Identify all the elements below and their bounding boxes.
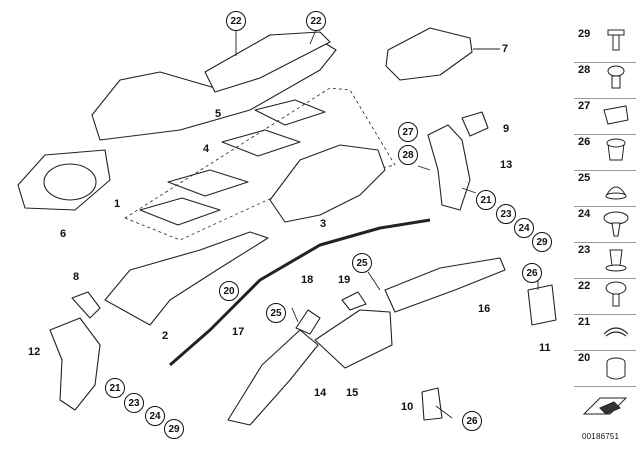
- callout-18: 18: [301, 274, 314, 286]
- part-3-shape: [269, 144, 386, 223]
- screw-icon: [607, 29, 625, 51]
- part-2-shape: [104, 231, 269, 326]
- arrow-symbol-icon: [582, 397, 628, 415]
- circled-callout-29: 29: [164, 419, 184, 439]
- circled-callout-25: 25: [352, 253, 372, 273]
- callout-6: 6: [60, 228, 67, 240]
- part-18-shape: [295, 309, 321, 335]
- callout-16: 16: [478, 303, 491, 315]
- part-8-shape: [71, 291, 101, 319]
- circled-callout-20: 20: [219, 281, 239, 301]
- push-pin-icon: [603, 211, 629, 237]
- circled-callout-27: 27: [398, 122, 418, 142]
- part-4-mats: [139, 99, 326, 226]
- fastener-25: 25: [574, 170, 636, 218]
- circled-callout-22: 22: [306, 11, 326, 31]
- fastener-20: 20: [574, 350, 636, 398]
- screw-washer-icon: [605, 281, 627, 307]
- circled-callout-26: 26: [522, 263, 542, 283]
- fastener-27: 27: [574, 98, 636, 146]
- callout-14: 14: [314, 387, 327, 399]
- callout-7: 7: [502, 43, 509, 55]
- callout-1: 1: [114, 198, 121, 210]
- expanding-nut-icon: [606, 138, 626, 161]
- callout-13: 13: [500, 159, 513, 171]
- circled-callout-24: 24: [145, 406, 165, 426]
- callout-2: 2: [162, 330, 169, 342]
- symbol-box: [574, 386, 636, 426]
- part-6-opening: [43, 163, 97, 201]
- callout-5: 5: [215, 108, 222, 120]
- fastener-22: 22: [574, 278, 636, 326]
- part-12-shape: [49, 317, 101, 411]
- circled-callout-29: 29: [532, 232, 552, 252]
- callout-10: 10: [401, 401, 414, 413]
- part-13-shape: [427, 124, 471, 211]
- rivet-icon: [607, 65, 625, 89]
- circled-callout-26: 26: [462, 411, 482, 431]
- circled-callout-28: 28: [398, 145, 418, 165]
- fastener-26: 26: [574, 134, 636, 182]
- circled-callout-22: 22: [226, 11, 246, 31]
- callout-11: 11: [539, 342, 551, 354]
- fastener-23: 23: [574, 242, 636, 290]
- clip-icon: [603, 105, 629, 125]
- part-17-rod: [169, 218, 431, 367]
- part-15-shape: [314, 309, 393, 369]
- circled-callout-21: 21: [476, 190, 496, 210]
- part-14-shape: [227, 329, 319, 426]
- part-9-shape: [461, 111, 489, 137]
- fastener-29: 29: [574, 26, 636, 74]
- circled-callout-25: 25: [266, 303, 286, 323]
- part-7-shape: [385, 27, 473, 81]
- circled-callout-23: 23: [124, 393, 144, 413]
- plug-icon: [606, 357, 626, 380]
- grommet-icon: [605, 186, 627, 200]
- fastener-24: 24: [574, 206, 636, 254]
- part-22-cover-shape: [204, 31, 331, 93]
- part-19-shape: [341, 291, 367, 311]
- callout-9: 9: [503, 123, 510, 135]
- callout-3: 3: [320, 218, 327, 230]
- part-10-shape: [421, 387, 443, 421]
- callout-17: 17: [232, 326, 245, 338]
- part-1-group-outline: [124, 87, 396, 241]
- fastener-28: 28: [574, 62, 636, 110]
- part-11-shape: [527, 284, 557, 326]
- callout-4: 4: [203, 143, 210, 155]
- callout-12: 12: [28, 346, 41, 358]
- diagram-id: 00186751: [582, 432, 620, 441]
- spreader-rivet-icon: [605, 249, 627, 272]
- fastener-21: 21: [574, 314, 636, 362]
- callout-19: 19: [338, 274, 351, 286]
- callout-15: 15: [346, 387, 359, 399]
- part-16-shape: [384, 257, 506, 313]
- leader-lines: [235, 29, 539, 419]
- circled-callout-24: 24: [514, 218, 534, 238]
- circled-callout-23: 23: [496, 204, 516, 224]
- callout-8: 8: [73, 271, 80, 283]
- washer-icon: [603, 327, 629, 337]
- circled-callout-21: 21: [105, 378, 125, 398]
